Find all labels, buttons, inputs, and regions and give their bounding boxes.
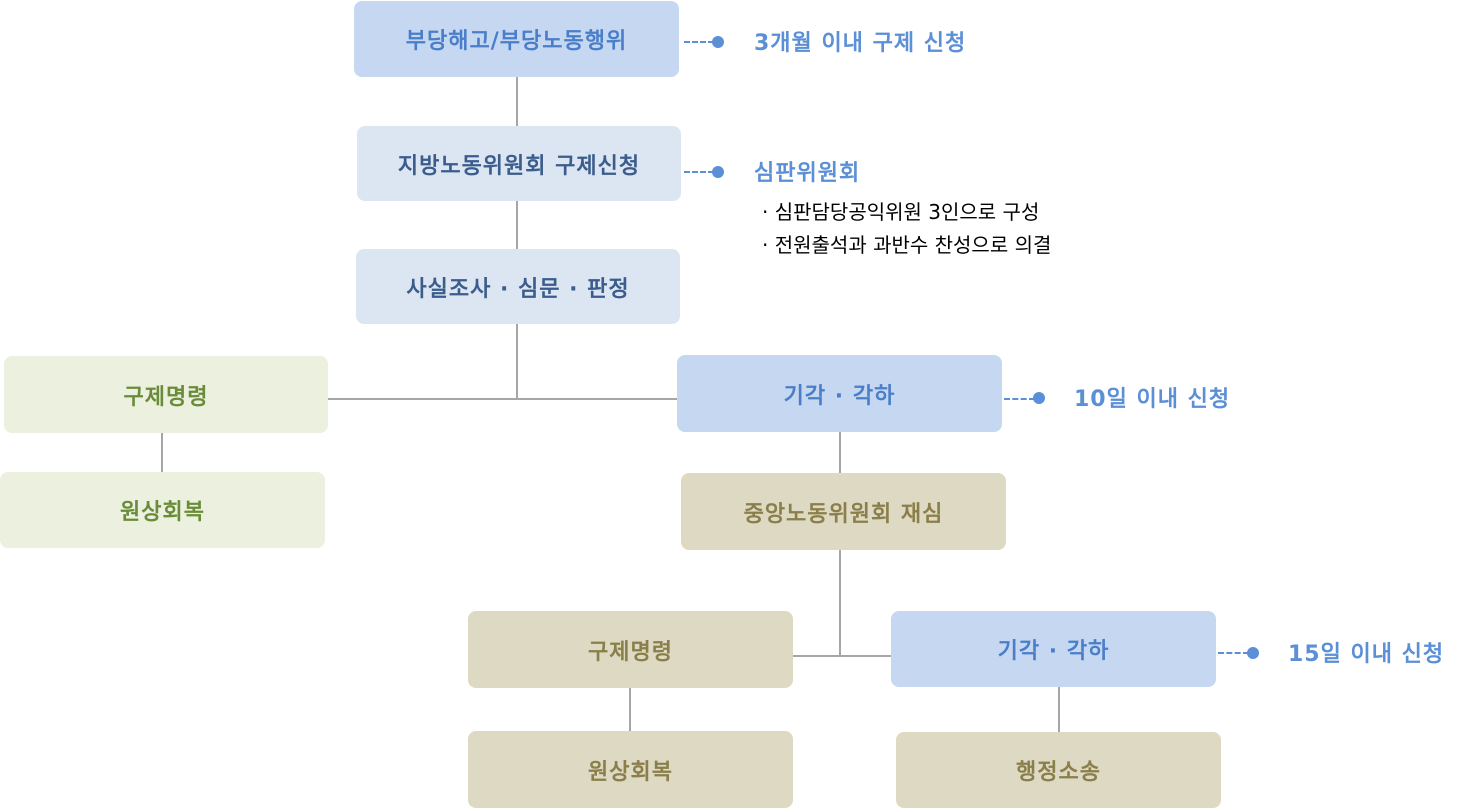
deadline-3m-note: 3개월 이내 구제 신청 xyxy=(754,31,967,56)
connector-line xyxy=(328,398,678,400)
dismissal-box-2: 기각 · 각하 xyxy=(891,611,1216,687)
restoration-box-2: 원상회복 xyxy=(468,731,793,808)
dismissal-box-1: 기각 · 각하 xyxy=(677,355,1002,432)
connector-line xyxy=(516,200,518,250)
connector-line xyxy=(839,431,841,474)
leader-line xyxy=(684,41,714,43)
tribunal-item: · 전원출석과 과반수 찬성으로 의결 xyxy=(762,233,1052,257)
bullet-dot-icon xyxy=(712,36,724,48)
relief-order-box-1: 구제명령 xyxy=(4,356,328,433)
leader-line xyxy=(684,171,714,173)
leader-line xyxy=(1218,652,1249,654)
restoration-box-1: 원상회복 xyxy=(0,472,325,548)
deadline-15d-note: 15일 이내 신청 xyxy=(1288,642,1445,667)
bullet-dot-icon xyxy=(1247,647,1259,659)
connector-line xyxy=(1058,686,1060,733)
unfair-dismissal-box: 부당해고/부당노동행위 xyxy=(354,1,679,77)
tribunal-item: · 심판담당공익위원 3인으로 구성 xyxy=(762,200,1040,224)
relief-order-box-2: 구제명령 xyxy=(468,611,793,688)
central-commission-box: 중앙노동위원회 재심 xyxy=(681,473,1006,550)
connector-line xyxy=(792,655,892,657)
admin-litigation-box: 행정소송 xyxy=(896,732,1221,808)
deadline-10d-note: 10일 이내 신청 xyxy=(1074,387,1231,412)
leader-line xyxy=(1004,398,1035,400)
connector-line xyxy=(516,76,518,126)
tribunal-title: 심판위원회 xyxy=(754,161,861,186)
investigation-box: 사실조사 · 심문 · 판정 xyxy=(356,249,680,324)
connector-line xyxy=(516,323,518,400)
connector-line xyxy=(839,549,841,656)
local-commission-box: 지방노동위원회 구제신청 xyxy=(357,126,681,201)
connector-line xyxy=(629,687,631,732)
bullet-dot-icon xyxy=(712,166,724,178)
bullet-dot-icon xyxy=(1033,392,1045,404)
connector-line xyxy=(161,432,163,473)
